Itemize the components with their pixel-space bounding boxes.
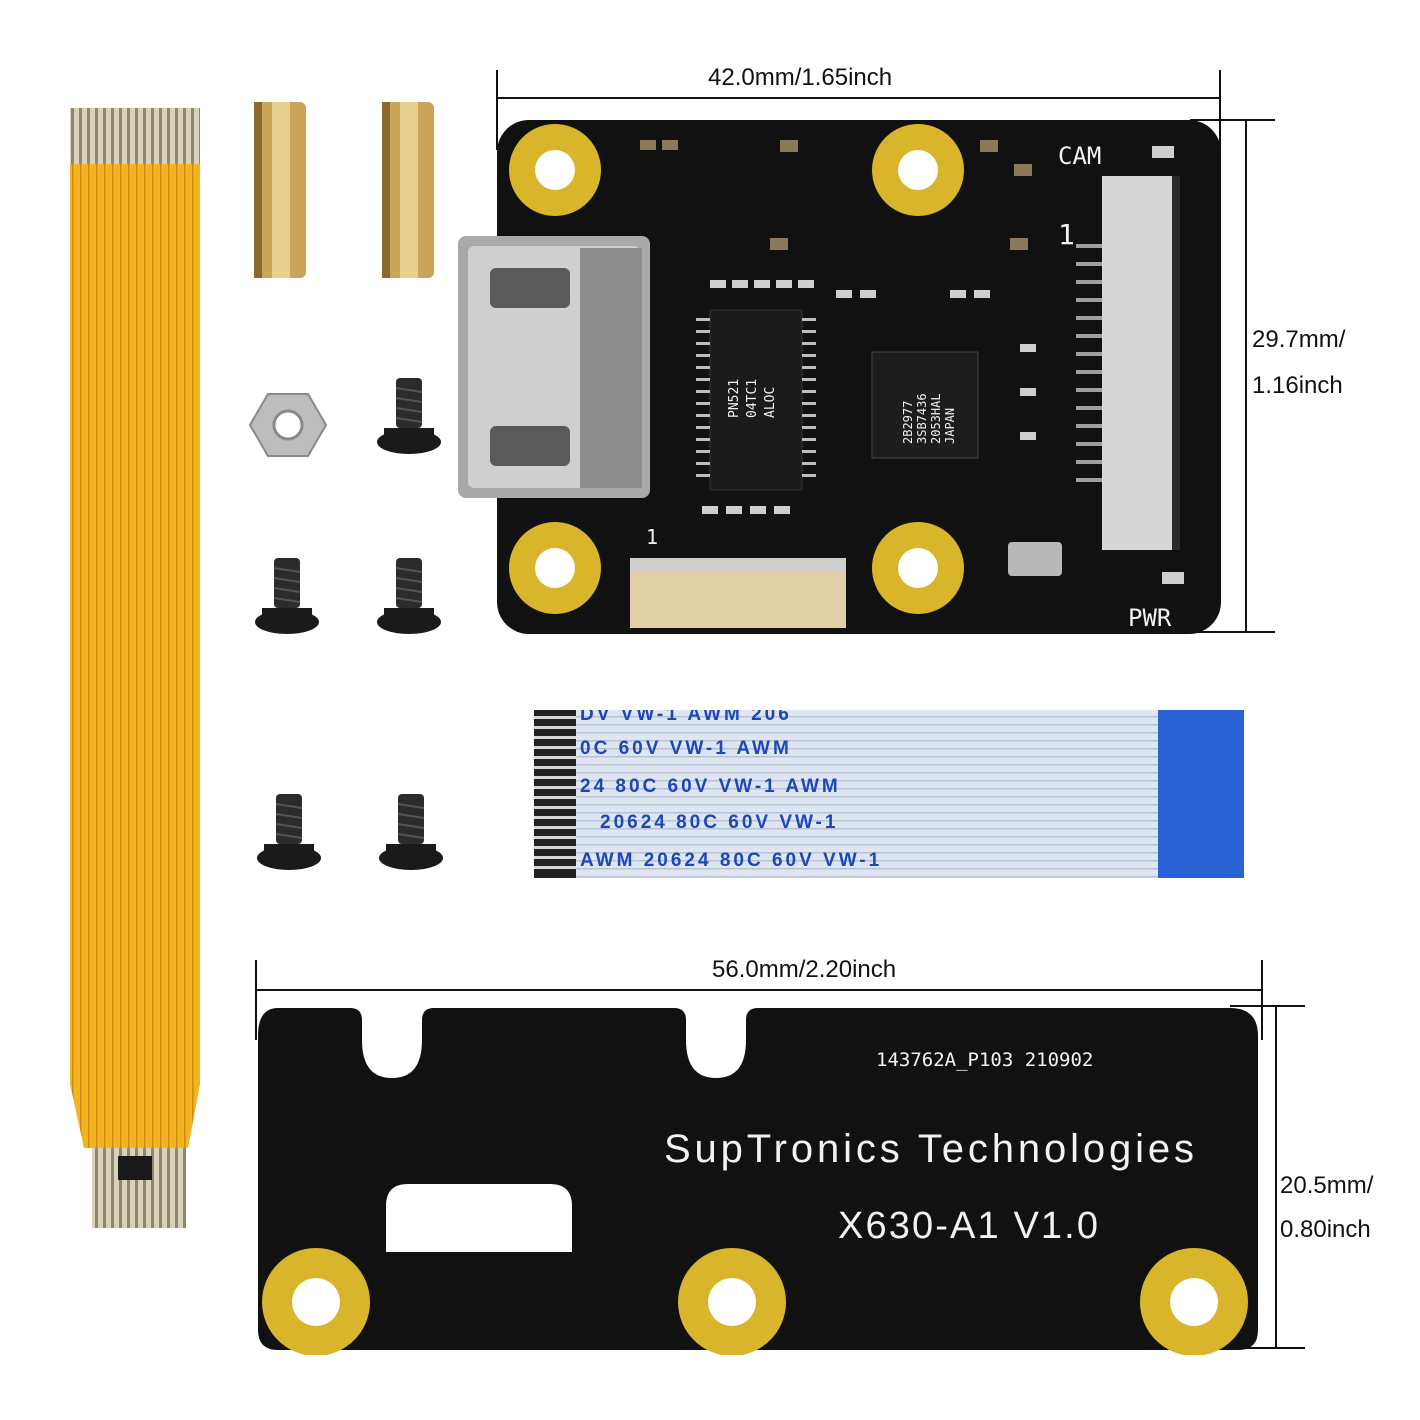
- pin1-label-bottom: 1: [646, 525, 658, 549]
- mounting-pad-icon: [262, 1248, 1248, 1355]
- screw-icon: [257, 794, 321, 870]
- screw-icon: [377, 558, 441, 634]
- crystal-icon: [1008, 542, 1062, 576]
- small-chip-text-2: 04TC1: [745, 379, 760, 418]
- hex-nut-icon: [248, 393, 328, 457]
- mounting-pad-icon: [509, 124, 964, 614]
- screw-icon: [255, 558, 319, 634]
- brass-standoff: [382, 102, 434, 278]
- bottom-height-label-line2: 0.80inch: [1280, 1216, 1371, 1243]
- bottom-pcb-board: 143762A_P103 210902 SupTronics Technolog…: [258, 1008, 1258, 1355]
- top-pcb-board: PN521 04TC1 ALOC 2B2977 3SB7436 2053HAL …: [458, 120, 1221, 634]
- cam-label: CAM: [1058, 142, 1101, 170]
- small-chip-text-3: ALOC: [763, 387, 778, 418]
- bottom-connector-icon: [630, 558, 846, 628]
- main-chip-text-3: 2053HAL: [929, 393, 943, 444]
- ribbon-row-2: 0C 60V VW-1 AWM: [580, 738, 792, 759]
- model-label: X630-A1 V1.0: [838, 1205, 1098, 1247]
- top-width-label: 42.0mm/1.65inch: [708, 64, 893, 91]
- bottom-width-label: 56.0mm/2.20inch: [712, 956, 897, 983]
- part-code-label: 143762A_P103 210902: [876, 1049, 1093, 1071]
- led-icon: [1152, 146, 1174, 158]
- top-height-label-line1: 29.7mm/: [1252, 326, 1346, 353]
- flex-cable: [70, 108, 200, 1228]
- screw-icon: [379, 794, 443, 870]
- top-height-label-line2: 1.16inch: [1252, 372, 1343, 399]
- board-cutout: [386, 1184, 572, 1252]
- led-icon: [1162, 572, 1184, 584]
- flex-chip-icon: [118, 1156, 152, 1180]
- hdmi-port-icon: [458, 236, 650, 498]
- ribbon-row-3: 24 80C 60V VW-1 AWM: [580, 776, 841, 797]
- pwr-label: PWR: [1128, 604, 1172, 632]
- main-chip-text-1: 2B2977: [901, 401, 915, 444]
- camera-connector-icon: [1076, 176, 1212, 550]
- screw-icon: [377, 378, 441, 454]
- main-chip-text-4: JAPAN: [943, 408, 957, 444]
- pin1-label-right: 1: [1058, 218, 1075, 251]
- ribbon-row-1: DV VW-1 AWM 206: [580, 710, 792, 725]
- brass-standoff: [254, 102, 306, 278]
- ribbon-stiffener: [1158, 710, 1244, 878]
- ribbon-row-4: 20624 80C 60V VW-1: [600, 812, 838, 833]
- bottom-height-label-line1: 20.5mm/: [1280, 1172, 1374, 1199]
- small-chip-text-1: PN521: [727, 379, 742, 418]
- ribbon-row-5: AWM 20624 80C 60V VW-1: [580, 850, 882, 871]
- ribbon-cable: DV VW-1 AWM 206 0C 60V VW-1 AWM 24 80C 6…: [534, 710, 1244, 878]
- main-chip-text-2: 3SB7436: [915, 393, 929, 444]
